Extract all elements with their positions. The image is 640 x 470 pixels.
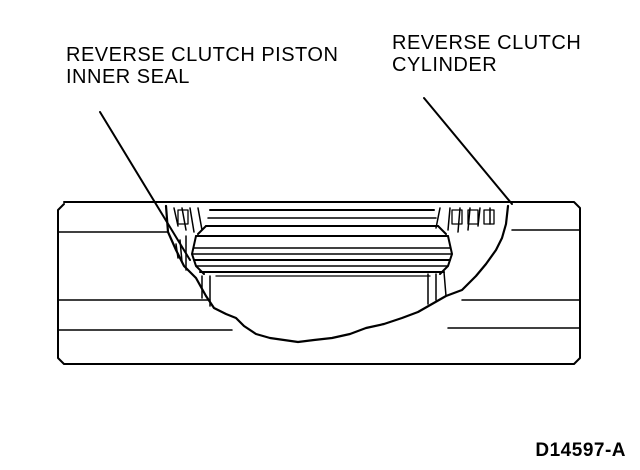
leader-lines bbox=[99, 97, 513, 261]
label-piston-line2: INNER SEAL bbox=[66, 66, 190, 88]
cylinder-housing bbox=[57, 201, 581, 365]
label-reverse-clutch-cylinder: REVERSE CLUTCH CYLINDER bbox=[392, 32, 581, 76]
figure-id: D14597-A bbox=[535, 440, 626, 461]
cylinder-ribs bbox=[173, 207, 495, 233]
label-piston-line1: REVERSE CLUTCH PISTON bbox=[66, 44, 339, 66]
label-piston-inner-seal: REVERSE CLUTCH PISTON INNER SEAL bbox=[66, 44, 338, 88]
leader-cylinder bbox=[423, 97, 513, 205]
cutaway-section bbox=[164, 204, 510, 344]
label-cylinder-line1: REVERSE CLUTCH bbox=[392, 32, 582, 54]
leader-piston-seal bbox=[99, 111, 191, 261]
piston-seal-stack bbox=[175, 209, 453, 307]
label-cylinder-line2: CYLINDER bbox=[392, 54, 498, 76]
